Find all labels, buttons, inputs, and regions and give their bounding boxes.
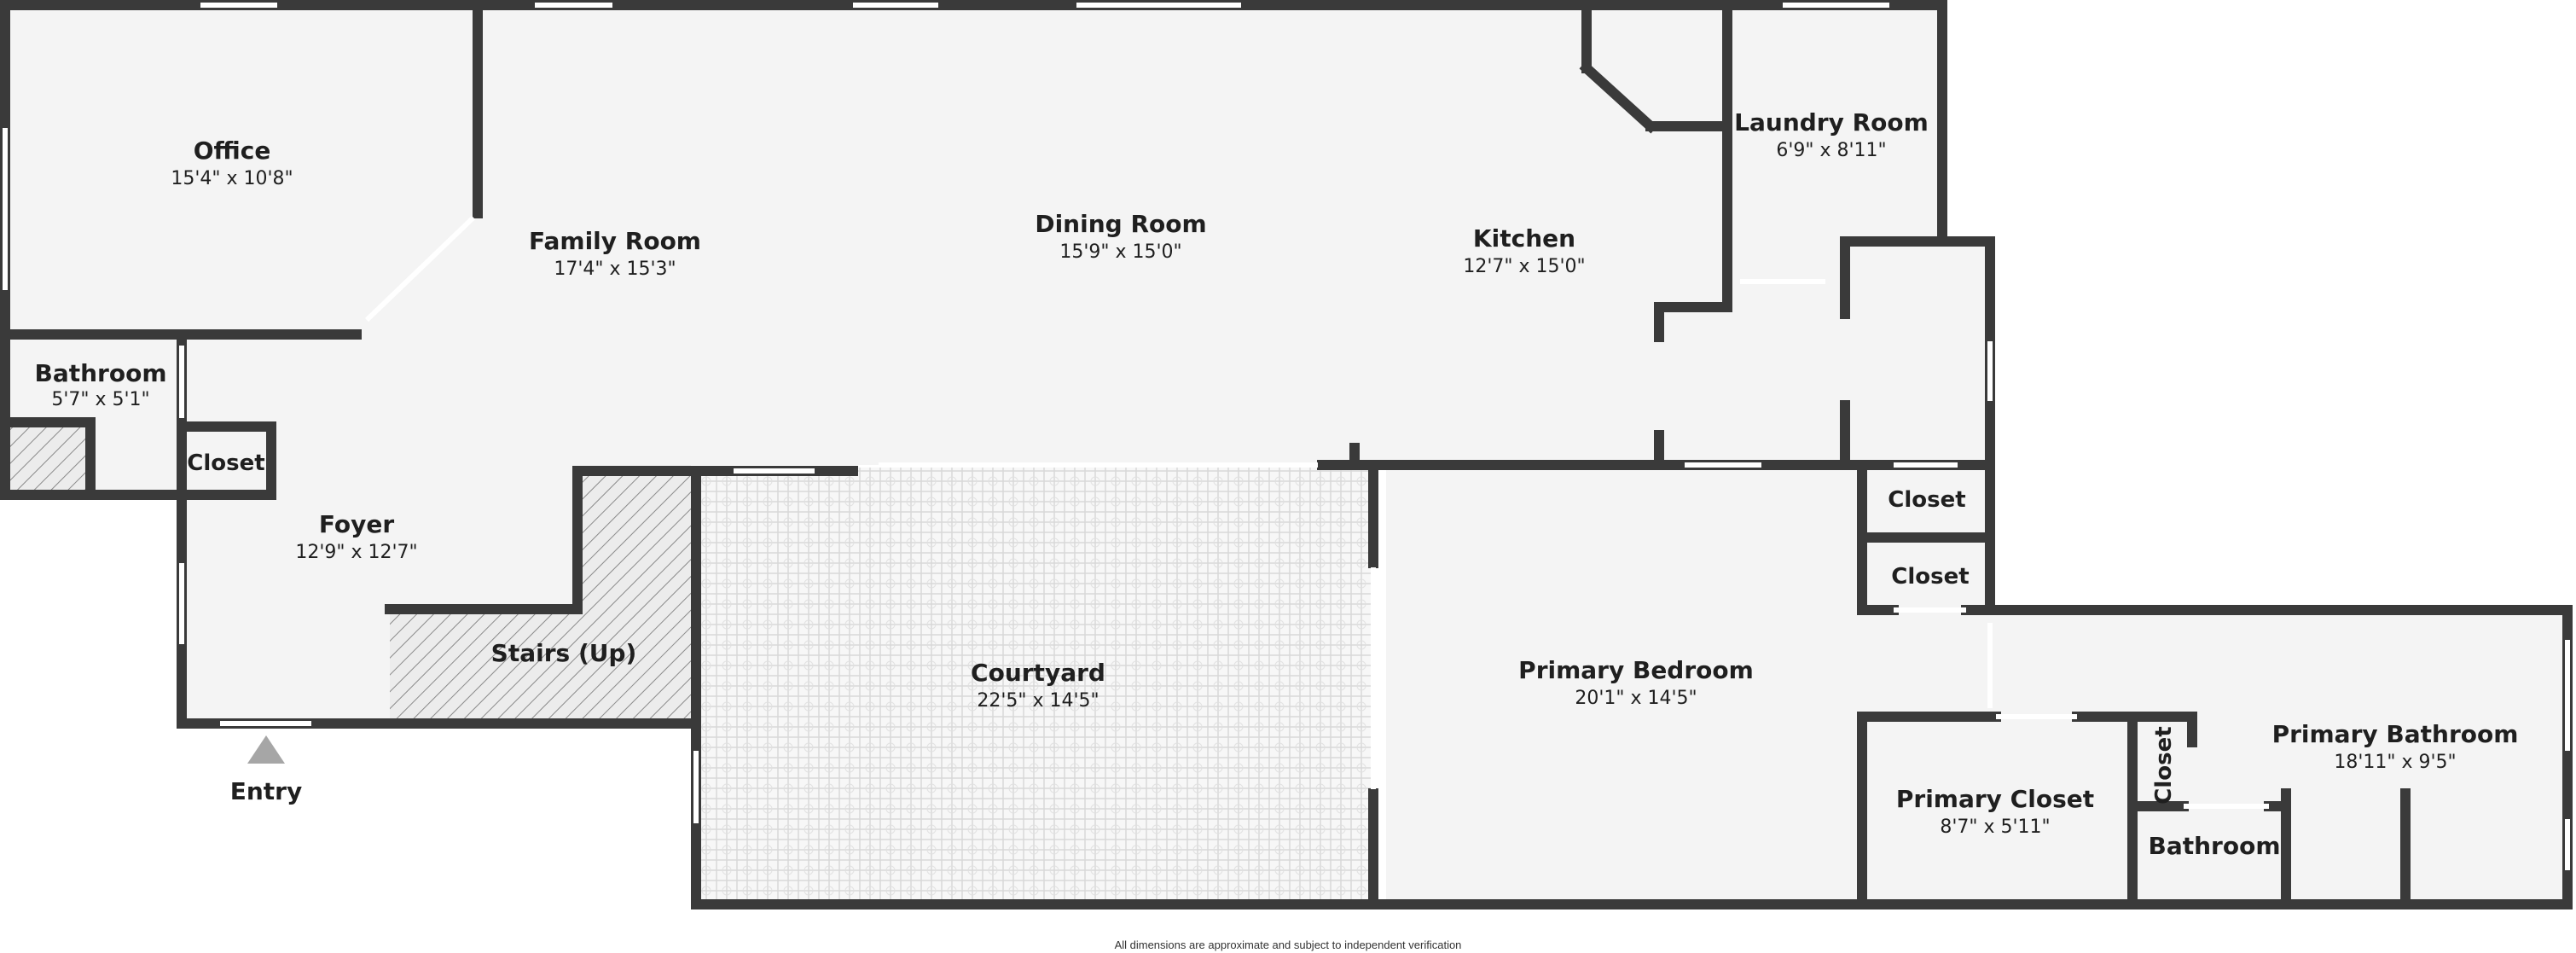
- courtyard-floor: [701, 468, 1375, 901]
- office-dims: 15'4" x 10'8": [171, 168, 293, 189]
- bathroom-2-name: Bathroom: [2148, 832, 2280, 860]
- foyer-name: Foyer: [319, 510, 394, 538]
- stairs-hatch: [390, 474, 691, 718]
- closet-upper-name: Closet: [1888, 487, 1965, 513]
- entry-arrow-icon: [247, 735, 285, 764]
- dining-room-name: Dining Room: [1035, 210, 1206, 238]
- family-room-name: Family Room: [529, 227, 701, 255]
- laundry-room-name: Laundry Room: [1734, 108, 1929, 137]
- primary-bedroom-dims: 20'1" x 14'5": [1575, 688, 1697, 709]
- courtyard-dims: 22'5" x 14'5": [977, 690, 1099, 712]
- kitchen-dims: 12'7" x 15'0": [1463, 256, 1585, 277]
- entry-label: Entry: [230, 777, 303, 805]
- stairs-name: Stairs (Up): [491, 639, 637, 667]
- bathroom-1-name: Bathroom: [34, 359, 166, 387]
- foyer-dims: 12'9" x 12'7": [295, 542, 417, 563]
- courtyard-name: Courtyard: [971, 659, 1105, 687]
- laundry-room-dims: 6'9" x 8'11": [1776, 140, 1886, 161]
- closet-lower-name: Closet: [1891, 564, 1969, 590]
- primary-bathroom-dims: 18'11" x 9'5": [2334, 752, 2456, 773]
- office-name: Office: [194, 137, 271, 165]
- primary-closet-name: Primary Closet: [1896, 785, 2094, 813]
- bathroom-1-dims: 5'7" x 5'1": [51, 389, 149, 410]
- kitchen-name: Kitchen: [1473, 224, 1575, 253]
- floor-areas: [5, 5, 2567, 904]
- primary-bathroom-name: Primary Bathroom: [2272, 720, 2519, 748]
- primary-closet-dims: 8'7" x 5'11": [1940, 816, 2050, 838]
- foyer-closet-name: Closet: [187, 450, 264, 476]
- dimension-disclaimer: All dimensions are approximate and subje…: [1115, 938, 1462, 951]
- bathroom-fixture-hatch: [10, 427, 85, 491]
- dining-room-dims: 15'9" x 15'0": [1059, 241, 1181, 263]
- room-labels: Office 15'4" x 10'8" Family Room 17'4" x…: [34, 108, 2518, 951]
- closet-bath-name: Closet: [2151, 726, 2177, 804]
- primary-bedroom-name: Primary Bedroom: [1518, 656, 1754, 684]
- wall-openings: [3, 3, 2570, 870]
- family-room-dims: 17'4" x 15'3": [554, 259, 676, 280]
